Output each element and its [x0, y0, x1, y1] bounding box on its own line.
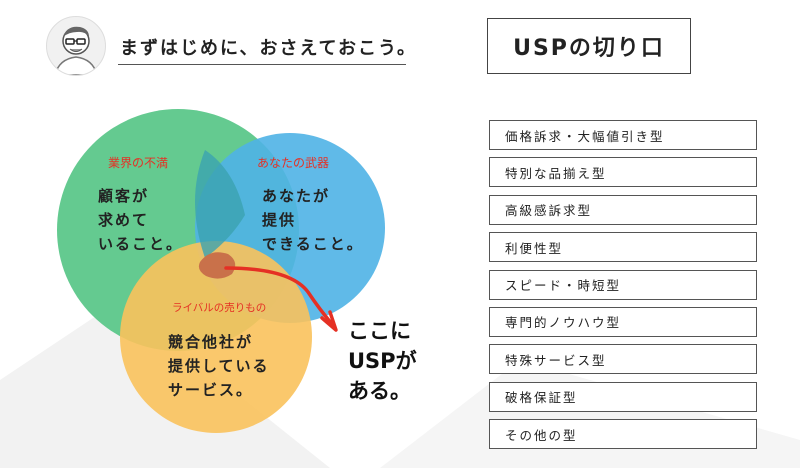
headline-underline [118, 64, 406, 65]
usp-callout-line2: USPが [348, 349, 417, 373]
circle-right-line3: できること。 [262, 235, 364, 253]
usp-type-list: 価格訴求・大幅値引き型 特別な品揃え型 高級感訴求型 利便性型 スピード・時短型… [489, 120, 757, 457]
list-item: 破格保証型 [489, 381, 757, 412]
circle-bottom-line2: 提供している [168, 357, 270, 375]
circle-right-line2: 提供 [262, 211, 297, 229]
usp-center-blob [198, 252, 236, 279]
usp-arrow-head [320, 310, 338, 332]
circle-left-line2: 求めて [98, 211, 150, 229]
usp-callout: ここに USPが ある。 [348, 316, 417, 406]
list-item: 価格訴求・大幅値引き型 [489, 120, 757, 150]
list-item: 特殊サービス型 [489, 344, 757, 375]
circle-bottom-line1: 競合他社が [168, 333, 254, 351]
venn-circle-competitors [120, 241, 312, 433]
circle-bottom-text: 競合他社が 提供している サービス。 [168, 330, 270, 402]
person-illustration-icon [54, 26, 98, 75]
usp-callout-line3: ある。 [348, 379, 411, 403]
list-item: 特別な品揃え型 [489, 157, 757, 188]
headline: まずはじめに、おさえておこう。 [120, 38, 417, 59]
circle-left-line3: いること。 [98, 235, 184, 253]
venn-overlap-green-blue [195, 150, 245, 258]
usp-callout-line1: ここに [348, 319, 411, 343]
list-item: その他の型 [489, 419, 757, 450]
tag-industry-complaints: 業界の不満 [108, 156, 169, 170]
circle-right-text: あなたが 提供 できること。 [262, 184, 364, 256]
list-item: 高級感訴求型 [489, 194, 757, 225]
tag-rival-offerings: ライバルの売りもの [172, 302, 267, 314]
tag-your-weapon: あなたの武器 [257, 156, 330, 170]
circle-left-line1: 顧客が [98, 187, 150, 205]
circle-bottom-line3: サービス。 [168, 381, 254, 399]
list-item: 利便性型 [489, 232, 757, 263]
list-item: スピード・時短型 [489, 269, 757, 300]
list-item: 専門的ノウハウ型 [489, 306, 757, 337]
usp-arrow-line [224, 266, 334, 326]
avatar [46, 16, 106, 76]
circle-right-line1: あなたが [262, 187, 331, 205]
page-title: USPの切り口 [487, 18, 691, 74]
circle-left-text: 顧客が 求めて いること。 [98, 184, 183, 256]
